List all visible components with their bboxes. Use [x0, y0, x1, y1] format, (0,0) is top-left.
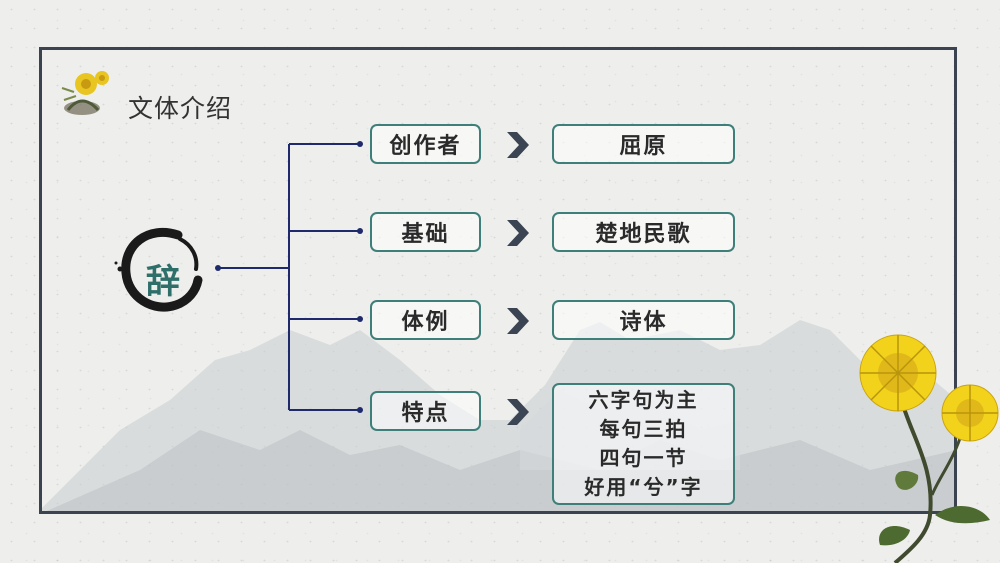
feature-line: 四句一节 [599, 446, 688, 470]
chevron-right-icon [507, 220, 529, 246]
feature-line: 六字句为主 [588, 388, 699, 412]
content-frame [39, 47, 957, 514]
feature-line: 每句三拍 [599, 417, 688, 441]
chrysanthemum-icon [61, 71, 109, 115]
value-box-creator: 屈原 [552, 124, 735, 164]
root-character: 辞 [146, 262, 180, 302]
category-box-basis: 基础 [370, 212, 481, 252]
chevron-right-icon [507, 399, 529, 425]
slide-title: 文体介绍 [128, 94, 233, 123]
category-box-features: 特点 [370, 391, 481, 431]
feature-line: 好用“兮”字 [584, 475, 703, 499]
value-box-style: 诗体 [552, 300, 735, 340]
value-box-basis: 楚地民歌 [552, 212, 735, 252]
category-box-creator: 创作者 [370, 124, 481, 164]
chevron-right-icon [507, 132, 529, 158]
chevron-right-icon [507, 308, 529, 334]
ink-circle-icon [114, 227, 203, 312]
value-box-features: 六字句为主 每句三拍 四句一节 好用“兮”字 [552, 383, 735, 505]
category-box-style: 体例 [370, 300, 481, 340]
chrysanthemum-decoration [859, 334, 999, 563]
